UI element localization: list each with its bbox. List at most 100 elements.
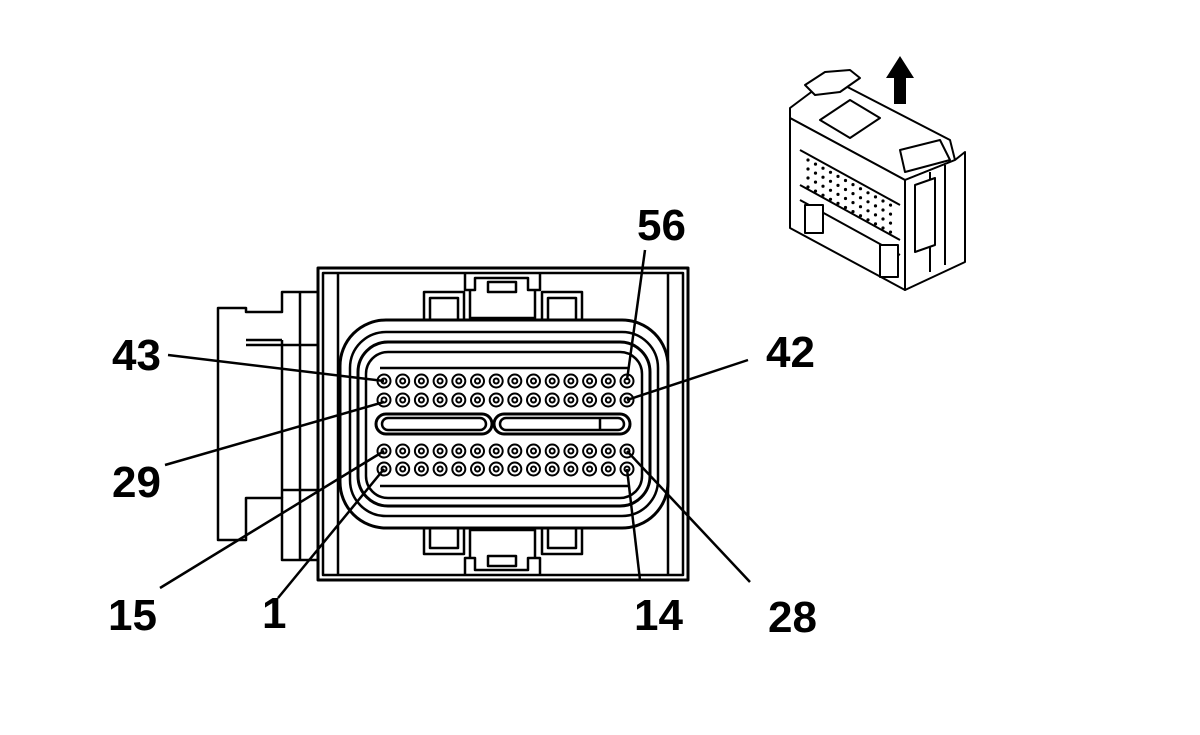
iso-pin-dot <box>828 188 833 192</box>
pin-contact <box>417 447 425 455</box>
iso-pin-dot <box>813 180 818 184</box>
pin-contact <box>567 465 575 473</box>
pin-contact <box>474 377 481 385</box>
pin-contact <box>530 396 537 404</box>
iso-pin-dot <box>858 196 863 200</box>
pin-contact <box>586 377 594 385</box>
pin-contact <box>417 465 425 473</box>
pin-contact <box>492 396 500 404</box>
iso-pin-dot <box>821 166 825 170</box>
pin-contact <box>455 377 463 385</box>
pin-contact <box>511 377 519 385</box>
iso-pin-dot <box>866 209 870 213</box>
iso-pin-dot <box>843 178 848 183</box>
iso-pin-dot <box>836 201 840 205</box>
pin-contact <box>548 447 556 455</box>
iso-pin-dot <box>843 205 848 210</box>
iso-pin-dot <box>806 167 810 171</box>
pin-contact <box>399 396 407 404</box>
pin-contact <box>474 447 481 455</box>
pin-contact <box>492 377 500 385</box>
iso-pin-dot <box>836 174 840 178</box>
pin-label-42: 42 <box>766 328 815 377</box>
pin-label-28: 28 <box>768 593 817 642</box>
leader-line-15 <box>159 449 385 590</box>
pin-contact <box>567 396 575 404</box>
pin-contact <box>436 465 444 473</box>
iso-pin-dot <box>858 205 863 209</box>
pin-contact <box>530 447 537 455</box>
leader-line-14 <box>625 468 642 581</box>
leader-lines <box>159 249 751 599</box>
pin-label-43: 43 <box>112 331 161 380</box>
pin-contact <box>548 396 556 404</box>
connector-face <box>216 266 690 582</box>
iso-pin-dot <box>813 171 818 175</box>
pin-contact <box>548 377 556 385</box>
iso-pin-dot <box>873 204 878 208</box>
pin-contact <box>511 447 519 455</box>
iso-pin-dot <box>858 214 863 218</box>
connector-isometric-icon <box>789 69 966 291</box>
pin-contact <box>474 396 481 404</box>
pin-contact <box>511 465 519 473</box>
pin-contact <box>586 396 594 404</box>
pin-contact <box>604 396 612 404</box>
pin-contact <box>436 396 444 404</box>
iso-pin-dot <box>843 196 848 201</box>
pin-label-29: 29 <box>112 458 161 507</box>
iso-pin-dot <box>813 162 818 166</box>
iso-pin-dot <box>873 213 878 217</box>
pin-labels: 56 43 42 29 15 1 14 28 <box>108 201 817 642</box>
iso-pin-dot <box>881 208 885 212</box>
pin-contact <box>399 447 407 455</box>
pin-contact <box>586 465 594 473</box>
pin-contact <box>399 377 407 385</box>
iso-pin-dot <box>873 195 878 199</box>
iso-pin-dot <box>888 230 893 234</box>
iso-pin-dot <box>888 221 893 225</box>
iso-pin-dot <box>881 217 885 221</box>
pin-contact <box>604 447 612 455</box>
pin-contact <box>417 377 425 385</box>
pin-label-56: 56 <box>637 201 686 250</box>
leader-line-43 <box>167 353 385 383</box>
iso-pin-dot <box>851 201 855 205</box>
pin-contact <box>567 377 575 385</box>
arrow-up-icon <box>886 56 914 104</box>
leader-line-42 <box>626 358 749 402</box>
pin-contact <box>604 377 612 385</box>
iso-pin-dot <box>828 170 833 174</box>
pin-label-1: 1 <box>262 589 286 638</box>
iso-pin-dot <box>813 189 818 193</box>
leader-line-28 <box>626 450 751 583</box>
pin-contact <box>604 465 612 473</box>
iso-pin-dot <box>873 222 878 226</box>
pin-contact <box>567 447 575 455</box>
pin-label-14: 14 <box>634 591 683 640</box>
pin-contact <box>436 377 444 385</box>
iso-pin-dot <box>881 199 885 203</box>
iso-pin-dot <box>821 193 825 197</box>
connector-isometric-pin-field <box>806 158 893 234</box>
iso-pin-dot <box>806 158 810 162</box>
iso-pin-dot <box>858 187 863 191</box>
iso-pin-dot <box>851 210 855 214</box>
pin-contact <box>511 396 519 404</box>
pin-contact <box>455 465 463 473</box>
iso-pin-dot <box>888 203 893 207</box>
pin-contact <box>548 465 556 473</box>
leader-line-1 <box>277 468 385 599</box>
pin-contact <box>455 447 463 455</box>
iso-pin-dot <box>851 183 855 187</box>
pin-contact <box>399 465 407 473</box>
iso-pin-dot <box>828 179 833 183</box>
leader-line-56 <box>625 249 647 381</box>
iso-pin-dot <box>821 184 825 188</box>
pin-contact <box>417 396 425 404</box>
pin-contact <box>436 447 444 455</box>
iso-pin-dot <box>806 176 810 180</box>
pin-contact <box>492 447 500 455</box>
